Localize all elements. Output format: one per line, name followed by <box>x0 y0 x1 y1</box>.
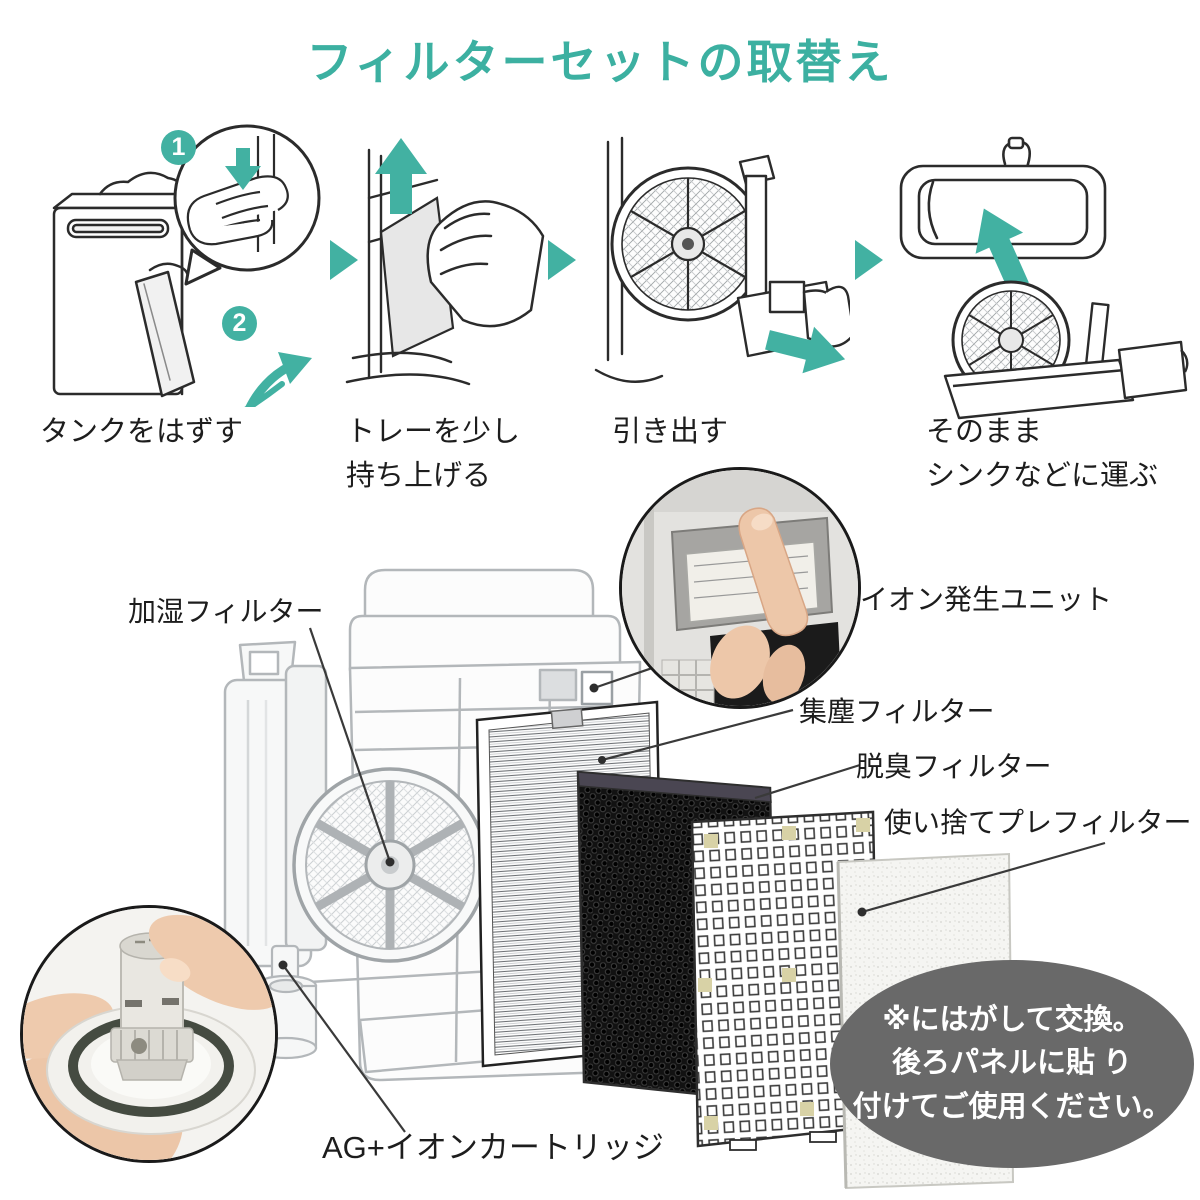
step1-badge-2: 2 <box>222 306 257 341</box>
step3-caption: 引き出す <box>612 416 729 448</box>
step1-badge-1: 1 <box>161 130 196 165</box>
lift-up-arrow-icon <box>375 138 427 214</box>
leader-dots <box>278 683 867 970</box>
prefilter-note-bubble: ※にはがして交換。 後ろパネルに貼 り 付けてご使用ください。 <box>830 960 1194 1168</box>
step4-carry-to-sink-illustration <box>899 136 1189 420</box>
step2-caption: トレーを少し持ち上げる <box>346 416 521 493</box>
press-down-arrow-icon <box>225 148 261 190</box>
leader-lines <box>282 598 1106 1133</box>
step2-lift-tray-illustration <box>345 138 545 386</box>
label-humidify-filter: 加湿フィルター <box>128 596 324 627</box>
step1-remove-tank-illustration <box>52 124 321 407</box>
label-ag-ion-cartridge: AG+イオンカートリッジ <box>322 1130 664 1165</box>
ag-cartridge-photo-art <box>23 908 275 1160</box>
pull-out-arrow-icon <box>765 326 846 374</box>
ion-unit-photo-art <box>622 470 858 706</box>
ion-unit-photo <box>619 467 861 709</box>
step3-pull-out-illustration <box>594 136 850 383</box>
next-step-triangle-icon <box>855 240 883 280</box>
label-dust-filter: 集塵フィルター <box>799 696 995 727</box>
carry-up-arrow-icon <box>975 208 1029 292</box>
lift-curved-arrow-icon <box>244 352 312 407</box>
next-step-triangle-icon <box>330 240 358 280</box>
page-title: フィルターセットの取替え <box>306 36 894 88</box>
next-step-triangle-icon <box>548 240 576 280</box>
step1-caption: タンクをはずす <box>40 416 244 448</box>
label-deodorize-filter: 脱臭フィルター <box>856 751 1052 782</box>
label-ion-unit: イオン発生ユニット <box>860 584 1113 615</box>
ag-cartridge-photo <box>20 905 278 1163</box>
label-disposable-prefilter: 使い捨てプレフィルター <box>884 807 1192 838</box>
step4-caption: そのままシンクなどに運ぶ <box>926 416 1159 493</box>
